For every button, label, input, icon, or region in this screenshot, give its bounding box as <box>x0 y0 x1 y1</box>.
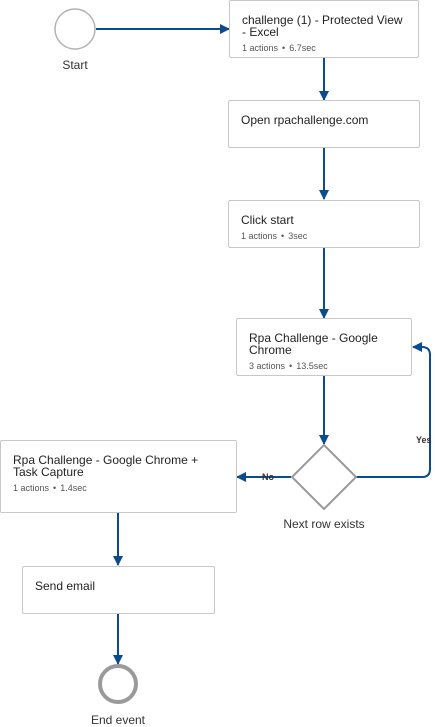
step-open-rpachallenge[interactable]: Open rpachallenge.com <box>228 100 420 148</box>
step-title: Send email <box>35 579 96 593</box>
meta-separator: • <box>282 43 286 53</box>
step-protected-view-excel[interactable]: challenge (1) - Protected View - Excel 1… <box>229 0 419 58</box>
step-actions: 3 actions <box>249 361 286 371</box>
start-event[interactable] <box>54 8 96 50</box>
step-meta: 1 actions•6.7sec <box>242 43 406 53</box>
meta-separator: • <box>53 483 57 493</box>
end-event-label: End event <box>90 713 146 727</box>
step-meta: 1 actions•3sec <box>241 231 407 241</box>
step-rpa-challenge-chrome[interactable]: Rpa Challenge - Google Chrome 3 actions•… <box>236 318 412 376</box>
step-duration: 1.4sec <box>60 483 87 493</box>
gateway-label: Next row exists <box>283 517 365 531</box>
step-duration: 13.5sec <box>296 361 328 371</box>
meta-separator: • <box>281 231 285 241</box>
step-actions: 1 actions <box>241 231 278 241</box>
step-actions: 1 actions <box>13 483 50 493</box>
step-duration: 3sec <box>288 231 308 241</box>
step-duration: 6.7sec <box>289 43 316 53</box>
end-event[interactable] <box>98 664 138 704</box>
edge-gateway-yes-loop <box>356 342 431 478</box>
step-rpa-challenge-chrome-task-capture[interactable]: Rpa Challenge - Google Chrome + Task Cap… <box>0 440 237 513</box>
step-click-start[interactable]: Click start 1 actions•3sec <box>228 200 420 248</box>
step-title: Rpa Challenge - Google Chrome + Task Cap… <box>13 453 199 479</box>
meta-separator: • <box>289 361 293 371</box>
step-actions: 1 actions <box>242 43 279 53</box>
step-send-email[interactable]: Send email <box>22 566 215 614</box>
step-title: Rpa Challenge - Google Chrome <box>249 331 378 357</box>
step-title: Open rpachallenge.com <box>241 113 369 127</box>
step-title: challenge (1) - Protected View - Excel <box>242 13 403 39</box>
gateway-next-row-exists[interactable] <box>290 443 358 511</box>
step-meta: 3 actions•13.5sec <box>249 361 399 371</box>
gateway-no-label: No <box>262 472 274 482</box>
step-title: Click start <box>241 213 294 227</box>
gateway-yes-label: Yes <box>416 435 432 445</box>
start-event-label: Start <box>62 58 88 72</box>
step-meta: 1 actions•1.4sec <box>13 483 224 493</box>
